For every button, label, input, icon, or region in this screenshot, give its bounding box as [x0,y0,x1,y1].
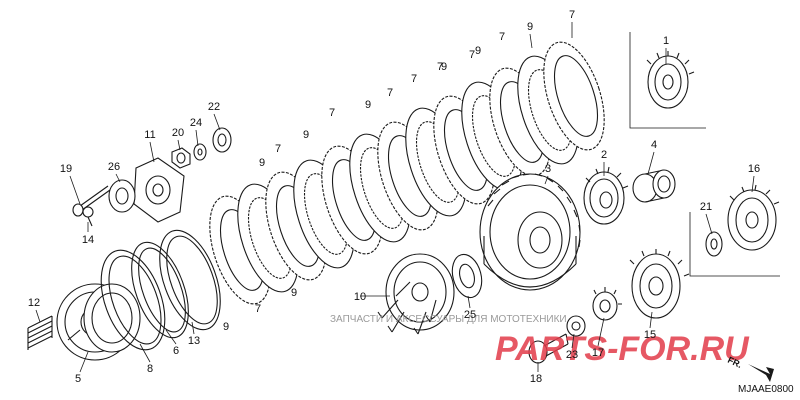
callout-17: 17 [592,347,604,359]
callout-7-repeat: 7 [499,31,505,43]
watermark-logo: PARTS-FOR.RU [495,330,750,368]
leader-line [165,329,177,345]
part-20-lock-nut [171,147,191,169]
part-15-primary-drive-gear [629,249,690,319]
callout-7-repeat: 7 [387,87,393,99]
part-17-cam-chain-drive-sprocket [592,287,622,321]
callout-7-repeat: 7 [255,303,261,315]
callout-1: 1 [663,35,669,47]
leader-line [35,309,41,323]
part-8-judder-spring [100,249,166,351]
part-1-oil-pump-drive-sprocket [629,32,706,129]
leader-lines [35,22,755,373]
diagram-code: MJAAE0800 [738,384,794,395]
part-4-collar [632,169,676,203]
callout-4: 4 [651,139,657,151]
callout-16: 16 [748,163,760,175]
leader-line [79,351,89,373]
callout-23: 23 [566,349,578,361]
part-12-clutch-spring [27,315,53,350]
part-3-clutch-outer [479,173,581,291]
callout-labels: 1234567891011121314151617181920212223242… [28,9,760,385]
callout-9-repeat: 9 [441,61,447,73]
part-22-washer [212,127,232,153]
part-23-washer [566,315,586,337]
part-26-bearing [108,179,136,213]
callout-26: 26 [108,161,120,173]
leader-line [69,175,81,205]
leader-line [177,139,181,151]
callout-9-repeat: 9 [291,287,297,299]
part-24-washer [193,143,207,161]
leader-line [529,33,533,49]
callout-5: 5 [75,373,81,385]
part-10-lifter-plate [377,253,455,335]
leader-line [705,213,713,235]
callout-9-repeat: 9 [259,157,265,169]
callout-11: 11 [144,129,155,141]
callout-7-repeat: 7 [411,73,417,85]
leader-line [597,317,605,347]
leader-line [647,151,655,175]
callout-18: 18 [530,373,542,385]
callout-7-repeat: 7 [275,143,281,155]
leader-line [544,175,549,185]
callout-6: 6 [173,345,179,357]
callout-20: 20 [172,127,184,139]
callout-25: 25 [464,309,476,321]
watermark-tagline: ЗАПЧАСТИ И АКСЕССУАРЫ ДЛЯ МОТОТЕХНИКИ [330,314,567,325]
part-14-bolt [82,206,94,227]
callout-24: 24 [190,117,202,129]
leader-line [115,173,121,183]
callout-9-repeat: 9 [365,99,371,111]
callout-9-repeat: 9 [475,45,481,57]
callout-10: 10 [354,291,366,303]
part-18-flange-bolt [528,333,569,364]
callout-15: 15 [644,329,656,341]
watermark: ЗАПЧАСТИ И АКСЕССУАРЫ ДЛЯ МОТОТЕХНИКИ PA… [330,314,750,368]
callout-8: 8 [147,363,153,375]
part-16-oil-pump-driven-gear [689,184,780,277]
friction-disk [543,41,605,151]
leader-line [195,129,199,147]
leader-line [213,113,221,131]
front-marker: FR. [726,355,774,382]
part-11-clutch-lifter-plate [133,157,185,223]
callout-2: 2 [601,149,607,161]
callout-9-repeat: 9 [223,321,229,333]
callout-9: 9 [527,21,533,33]
callout-21: 21 [700,201,712,213]
callout-13: 13 [188,335,200,347]
leader-line [467,295,471,309]
leader-line [571,333,575,349]
part-6-spring-seat [131,241,189,339]
clutch-plate-stack [209,41,605,305]
leader-line [191,321,195,335]
leader-line [149,141,155,163]
callout-12: 12 [28,297,40,309]
callout-19: 19 [60,163,72,175]
front-arrow-icon [748,364,774,382]
part-25-thrust-washer [451,253,483,299]
callout-14: 14 [82,234,94,246]
part-21-thrust-washer [705,231,723,257]
callout-22: 22 [208,101,220,113]
callout-7-repeat: 7 [437,61,443,73]
leader-line [139,343,151,363]
callout-7-repeat: 7 [469,49,475,61]
leader-line [751,175,755,193]
leader-line [649,311,653,329]
callout-3: 3 [545,163,551,175]
callout-9-repeat: 9 [303,129,309,141]
callout-7-repeat: 7 [329,107,335,119]
part-13-judder-disk [159,229,221,331]
part-2-drive-gear [583,166,629,225]
part-5-clutch-pressure-plate [56,283,141,361]
callout-7: 7 [569,9,575,21]
